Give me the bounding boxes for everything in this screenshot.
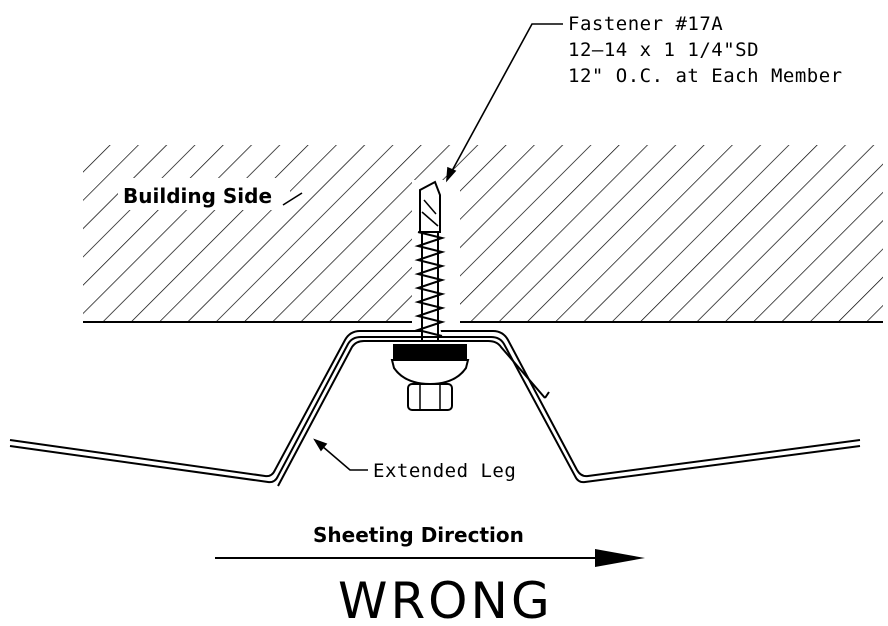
sheeting-direction-label: Sheeting Direction <box>313 523 524 547</box>
fastener-callout-line2: 12–14 x 1 1/4"SD <box>568 39 759 61</box>
extended-leg-label: Extended Leg <box>373 460 516 482</box>
building-leader <box>282 192 303 206</box>
extended-leg-leader <box>314 439 368 471</box>
leader-lines <box>282 23 563 471</box>
fastener-callout-line3: 12" O.C. at Each Member <box>568 65 843 87</box>
fastener-leader-arrow <box>446 166 457 183</box>
building-side-label: Building Side <box>123 184 272 208</box>
verdict-label: WRONG <box>338 572 553 626</box>
fastener-callout-line1: Fastener #17A <box>568 13 723 35</box>
fastener-screw <box>390 180 470 411</box>
sheeting-direction-arrow <box>215 549 645 567</box>
building-side-hatch <box>83 145 883 323</box>
extended-leg-arrow <box>313 438 328 452</box>
fastener-leader <box>446 23 563 181</box>
